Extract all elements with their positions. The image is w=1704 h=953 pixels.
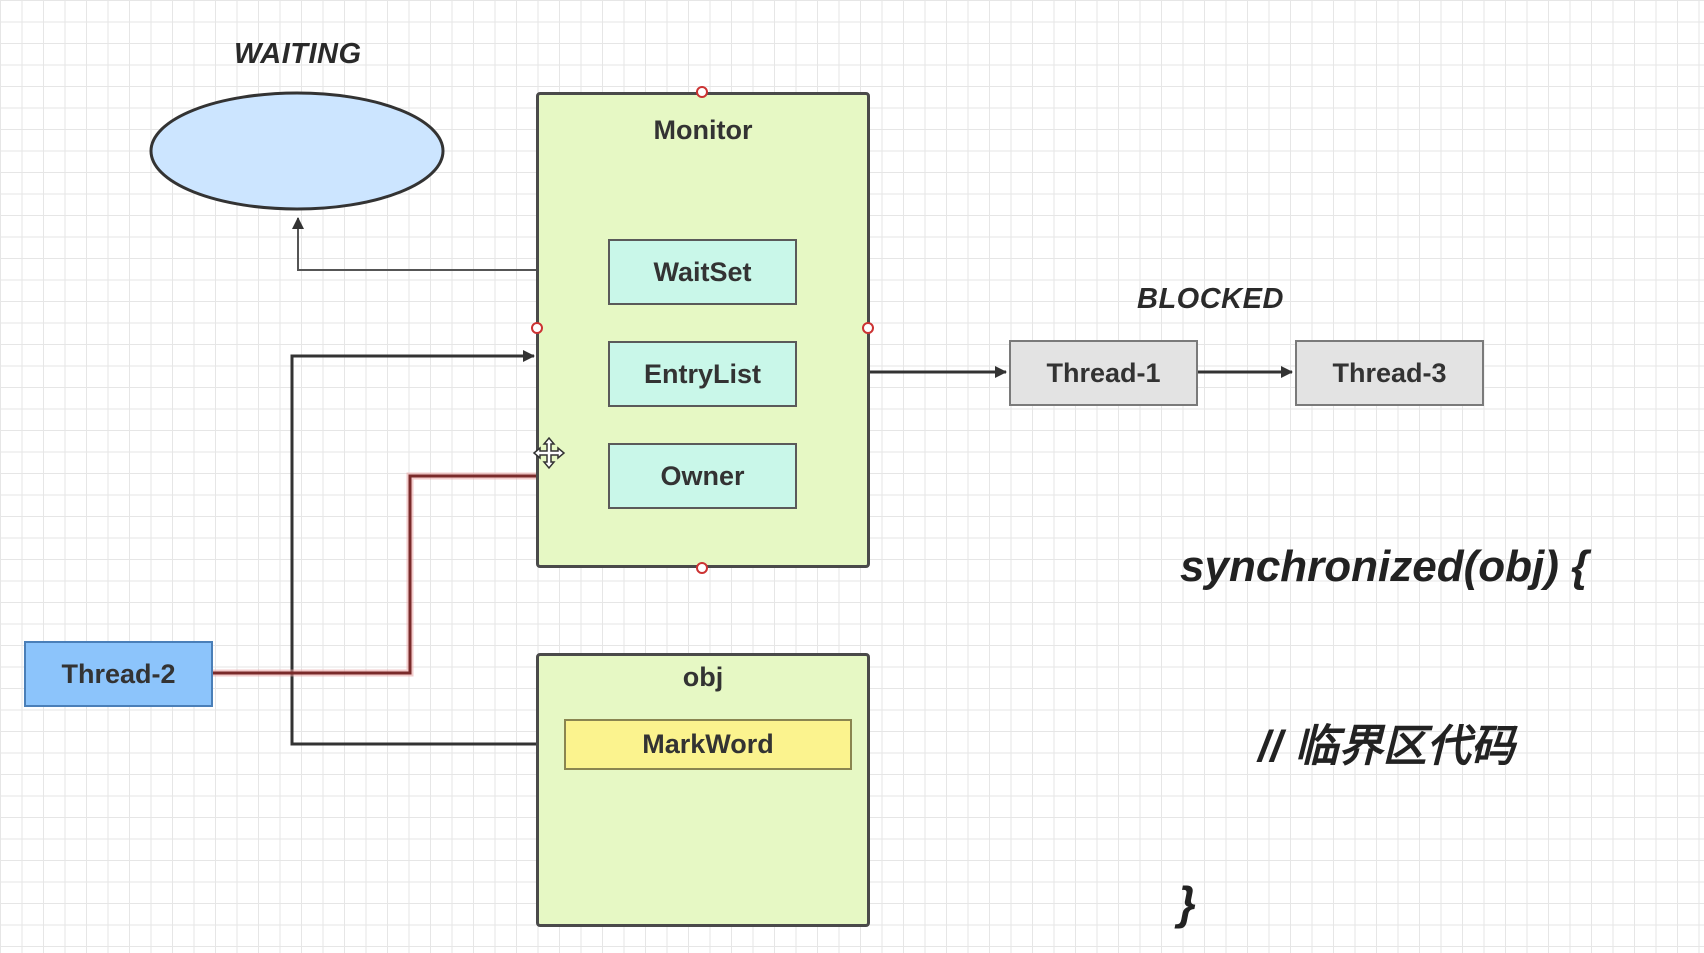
waitset-box[interactable]: WaitSet [608,239,797,305]
markword-box[interactable]: MarkWord [564,719,852,770]
markword-to-monitor-connector [290,350,564,746]
monitor-title: Monitor [653,115,753,145]
thread2-to-owner-connector [212,470,607,675]
thread-1-box[interactable]: Thread-1 [1009,340,1198,406]
obj-title: obj [682,662,724,692]
code-line-synchronized: synchronized(obj) { [1180,542,1589,591]
monitor-handle-top[interactable] [696,86,708,98]
monitor-handle-bottom[interactable] [696,562,708,574]
move-cursor-icon [532,436,566,470]
obj-box[interactable]: obj [536,653,870,927]
entrylist-box[interactable]: EntryList [608,341,797,407]
thread-3-box[interactable]: Thread-3 [1295,340,1484,406]
waiting-set-ellipse [149,91,445,211]
owner-box[interactable]: Owner [608,443,797,509]
thread-2-box[interactable]: Thread-2 [24,641,213,707]
waiting-label: WAITING [234,38,362,70]
code-line-closing-brace: } [1178,877,1196,929]
monitor-handle-left[interactable] [531,322,543,334]
monitor-handle-right[interactable] [862,322,874,334]
blocked-label: BLOCKED [1137,283,1284,315]
code-line-comment: // 临界区代码 [1258,722,1515,771]
waitset-to-waiting-connector [292,217,608,271]
